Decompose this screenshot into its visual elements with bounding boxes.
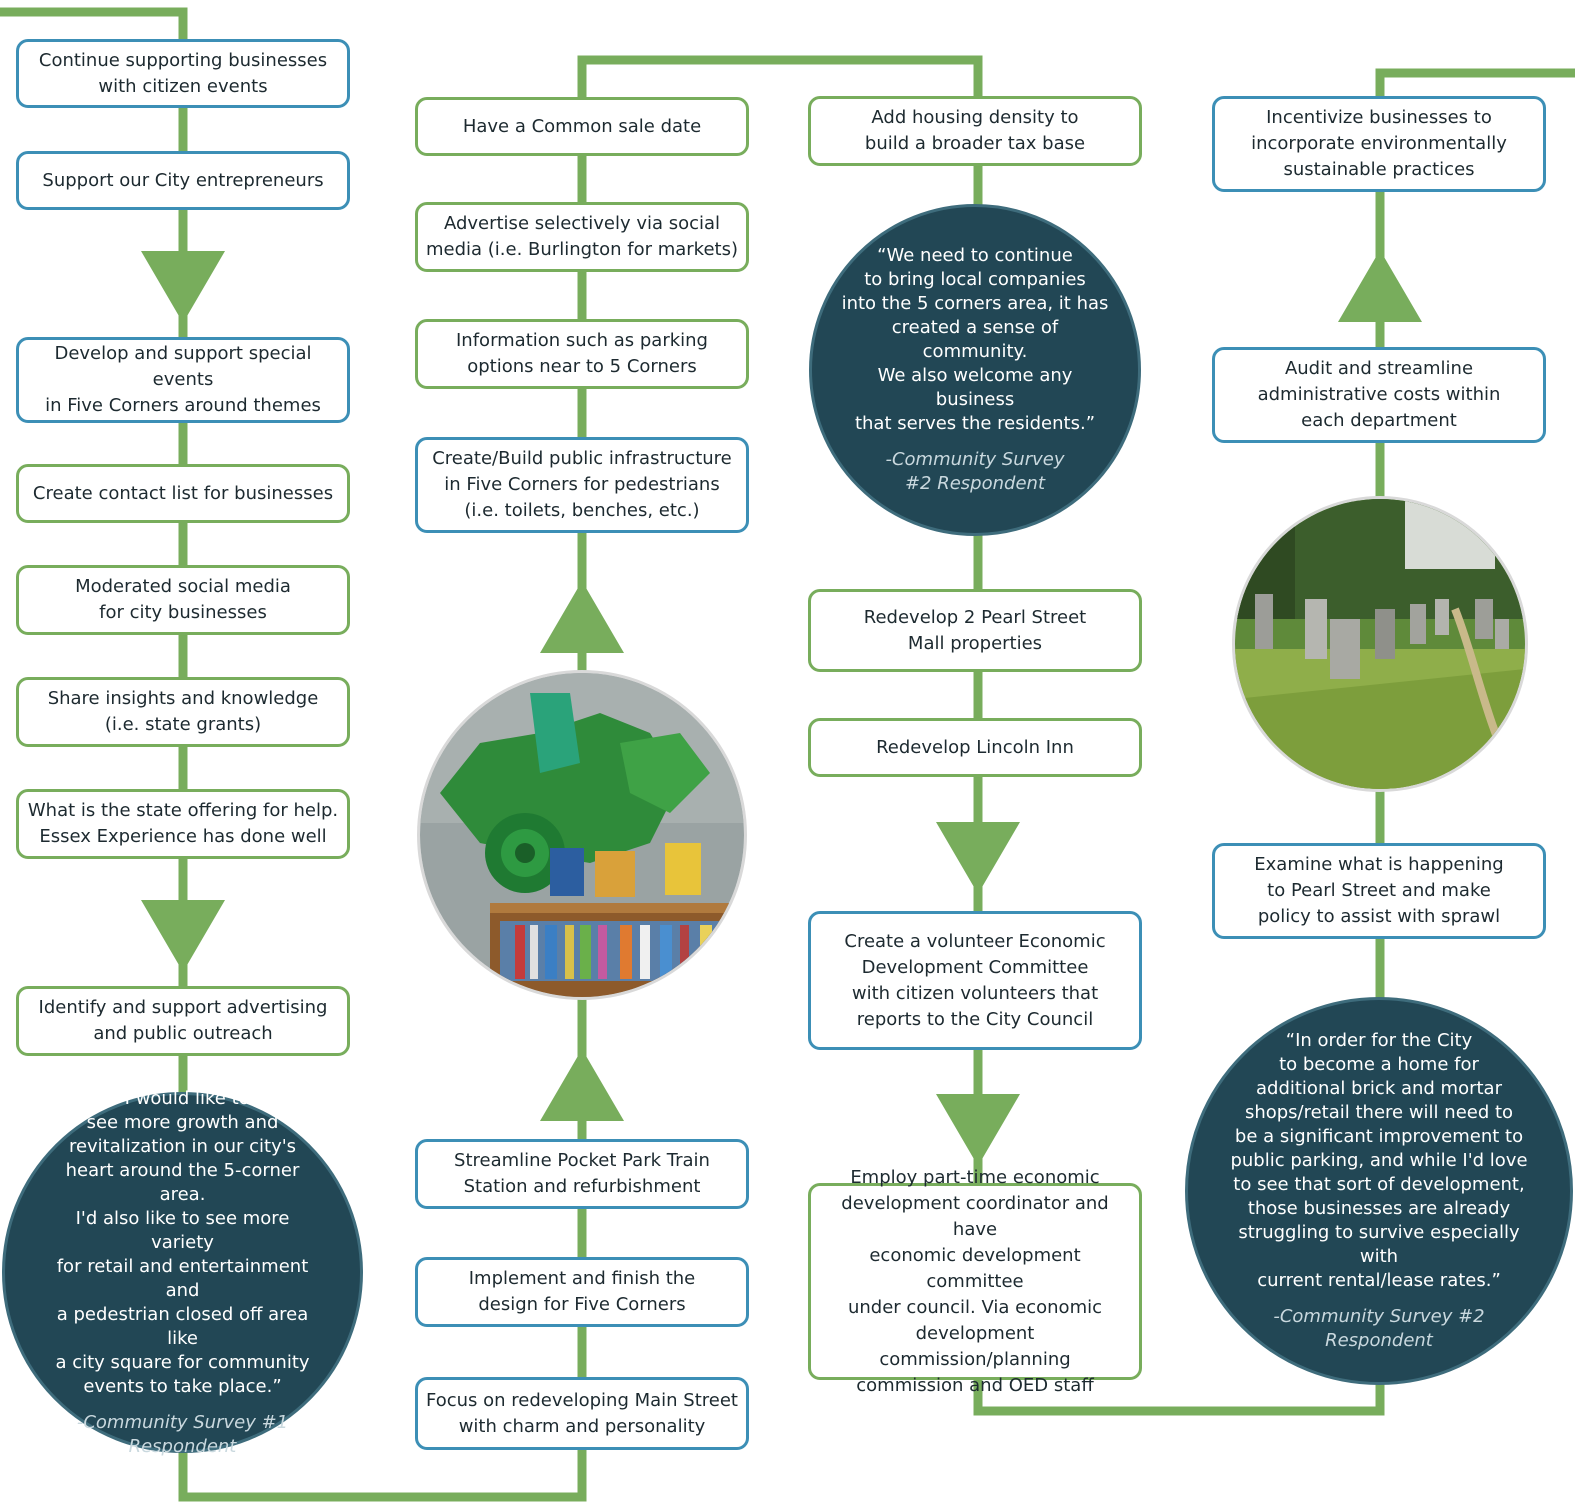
quote-text: “I would like to see more growth and rev… xyxy=(55,1087,310,1397)
action-box: Moderated social media for city business… xyxy=(16,565,350,635)
arrow-down-icon xyxy=(141,900,225,972)
arrow-down-icon xyxy=(936,822,1020,894)
arrow-up-icon xyxy=(540,581,624,653)
action-box: Employ part-time economic development co… xyxy=(808,1167,1142,1396)
action-box: Create contact list for businesses xyxy=(16,464,350,523)
action-box: Redevelop 2 Pearl Street Mall properties xyxy=(808,589,1142,672)
action-box: Identify and support advertising and pub… xyxy=(16,986,350,1056)
survey-quote-circle: “I would like to see more growth and rev… xyxy=(2,1088,363,1457)
action-box: Have a Common sale date xyxy=(415,97,749,156)
quote-attribution: -Community Survey #2 Respondent xyxy=(885,449,1065,494)
quote-text: “In order for the City to become a home … xyxy=(1230,1030,1528,1291)
arrow-down-icon xyxy=(141,251,225,323)
action-box: Share insights and knowledge (i.e. state… xyxy=(16,677,350,747)
quote-attribution: -Community Survey #2 Respondent xyxy=(1273,1306,1485,1351)
action-box: Create a volunteer Economic Development … xyxy=(808,911,1142,1050)
action-box: Focus on redeveloping Main Street with c… xyxy=(415,1377,749,1450)
survey-quote-circle: “We need to continue to bring local comp… xyxy=(809,204,1141,536)
arrow-up-icon xyxy=(540,1049,624,1121)
action-box: Implement and finish the design for Five… xyxy=(415,1257,749,1327)
action-box: Information such as parking options near… xyxy=(415,319,749,389)
arrow-up-icon xyxy=(1338,250,1422,322)
survey-quote-circle: “In order for the City to become a home … xyxy=(1185,997,1573,1385)
action-box: Streamline Pocket Park Train Station and… xyxy=(415,1139,749,1209)
library-chameleon-display-photo xyxy=(417,670,747,1000)
quote-attribution: -Community Survey #1 Respondent xyxy=(76,1411,289,1457)
quote-text: “We need to continue to bring local comp… xyxy=(841,245,1109,434)
action-box: Create/Build public infrastructure in Fi… xyxy=(415,437,749,533)
action-box: Continue supporting businesses with citi… xyxy=(16,39,350,108)
cemetery-park-photo xyxy=(1232,496,1528,792)
action-box: Advertise selectively via social media (… xyxy=(415,202,749,272)
action-box: What is the state offering for help. Ess… xyxy=(16,789,350,859)
action-box: Audit and streamline administrative cost… xyxy=(1212,347,1546,443)
action-box: Redevelop Lincoln Inn xyxy=(808,718,1142,777)
action-box: Examine what is happening to Pearl Stree… xyxy=(1212,843,1546,939)
arrow-down-icon xyxy=(936,1094,1020,1166)
action-box: Add housing density to build a broader t… xyxy=(808,96,1142,166)
action-box: Develop and support special events in Fi… xyxy=(16,337,350,423)
action-box: Support our City entrepreneurs xyxy=(16,151,350,210)
action-box: Incentivize businesses to incorporate en… xyxy=(1212,96,1546,192)
